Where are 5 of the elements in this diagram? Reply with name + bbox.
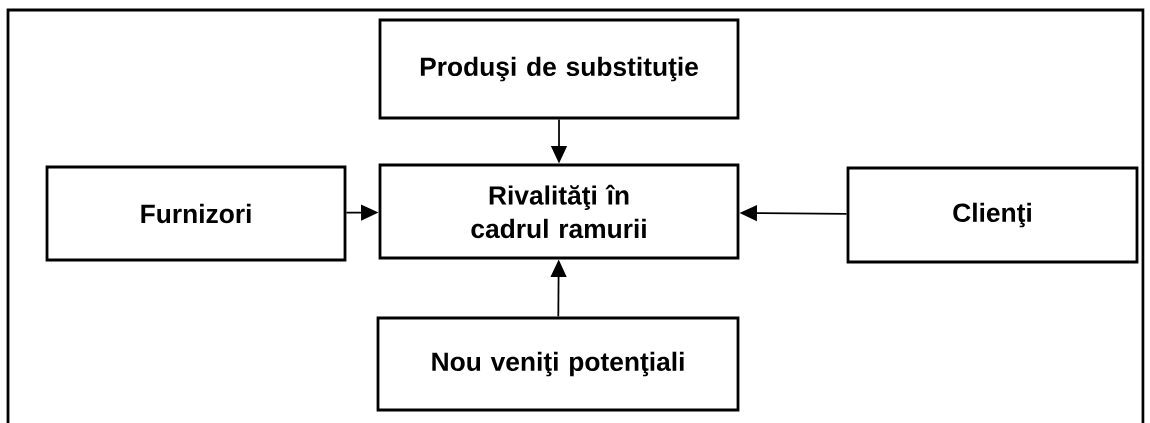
- text-box: Nou veniţi potenţiali: [376, 316, 740, 412]
- text-box: Clienţi: [846, 166, 1139, 264]
- text-box: Rivalităţi în cadrul ramurii: [378, 163, 740, 260]
- text-box: Produşi de substituţie: [378, 18, 740, 120]
- text-box: Furnizori: [45, 165, 347, 262]
